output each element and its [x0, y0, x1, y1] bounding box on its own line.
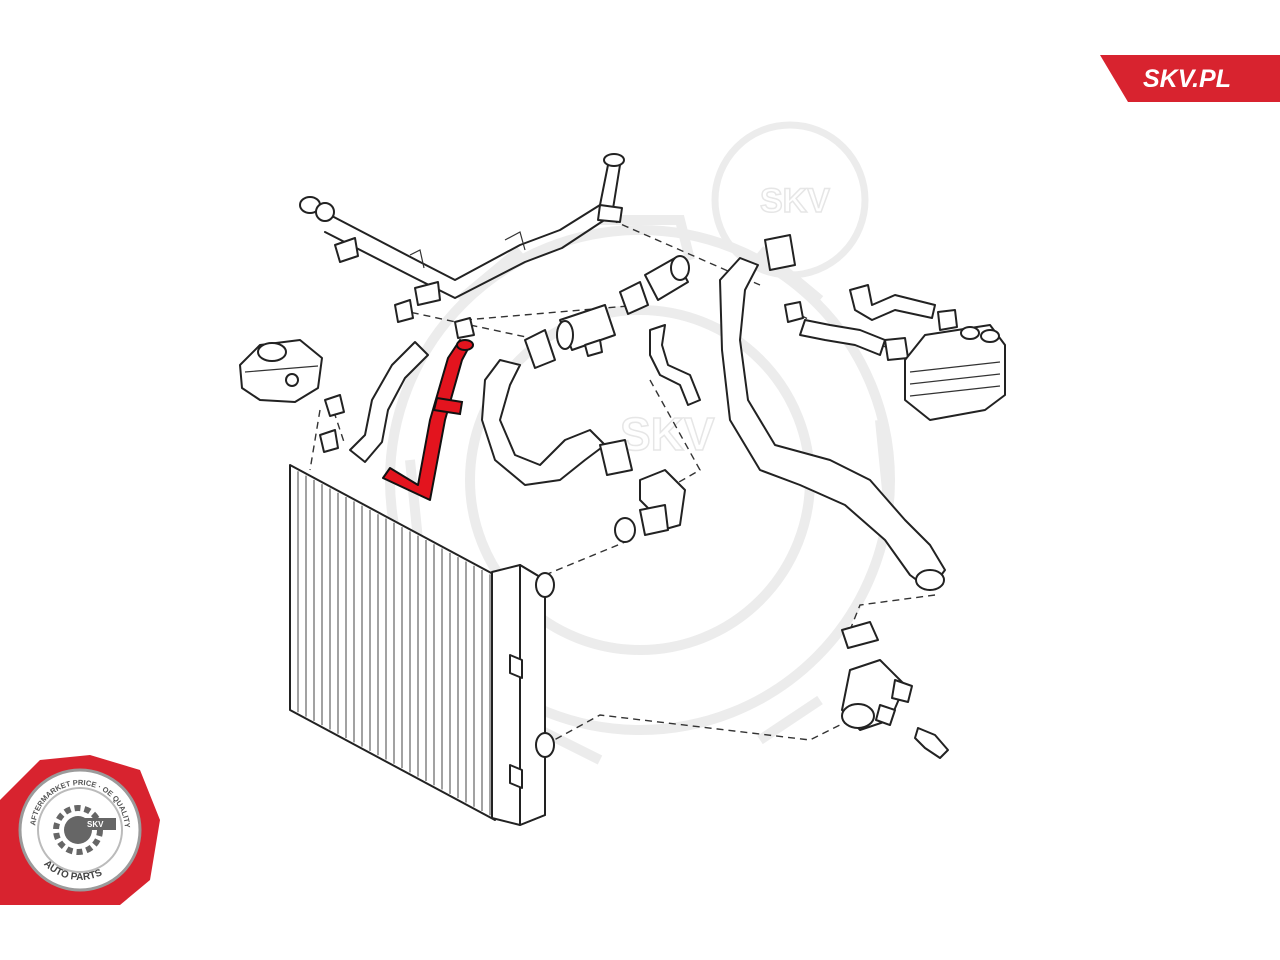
radiator	[289, 464, 555, 826]
watermark-skv-top: SKV	[760, 182, 830, 220]
seal-center-text: SKV	[87, 820, 104, 829]
bypass-hose	[649, 324, 701, 406]
temperature-sensor	[914, 727, 949, 759]
radiator-fins	[297, 471, 491, 816]
brand-tab[interactable]: SKV.PL	[1100, 55, 1280, 102]
red-hose-end	[456, 339, 474, 351]
coolant-reservoir	[239, 339, 323, 403]
brand-tab-shape	[1100, 55, 1280, 102]
elbow-connector	[614, 469, 686, 543]
oil-cooler-hoses	[799, 284, 936, 356]
connector-hose-short	[644, 255, 690, 301]
oil-cooler	[904, 324, 1006, 421]
watermark-skv-center: SKV	[620, 408, 715, 460]
return-hose	[319, 341, 429, 463]
thermostat-housing	[556, 304, 616, 357]
lower-radiator-hose	[719, 257, 946, 591]
coolant-pipe-assembly	[299, 153, 625, 306]
watermark-gear-small: SKV	[711, 121, 869, 279]
brand-tab-label: SKV.PL	[1143, 65, 1231, 93]
highlighted-coolant-hose[interactable]	[382, 339, 474, 501]
coolant-flange	[841, 621, 913, 731]
upper-radiator-hose	[481, 359, 633, 486]
red-hose-clip	[432, 396, 464, 416]
hose-clamps-top	[394, 234, 958, 369]
skv-auto-parts-seal: AFTERMARKET PRICE · OE QUALITY AUTO PART…	[0, 755, 160, 905]
